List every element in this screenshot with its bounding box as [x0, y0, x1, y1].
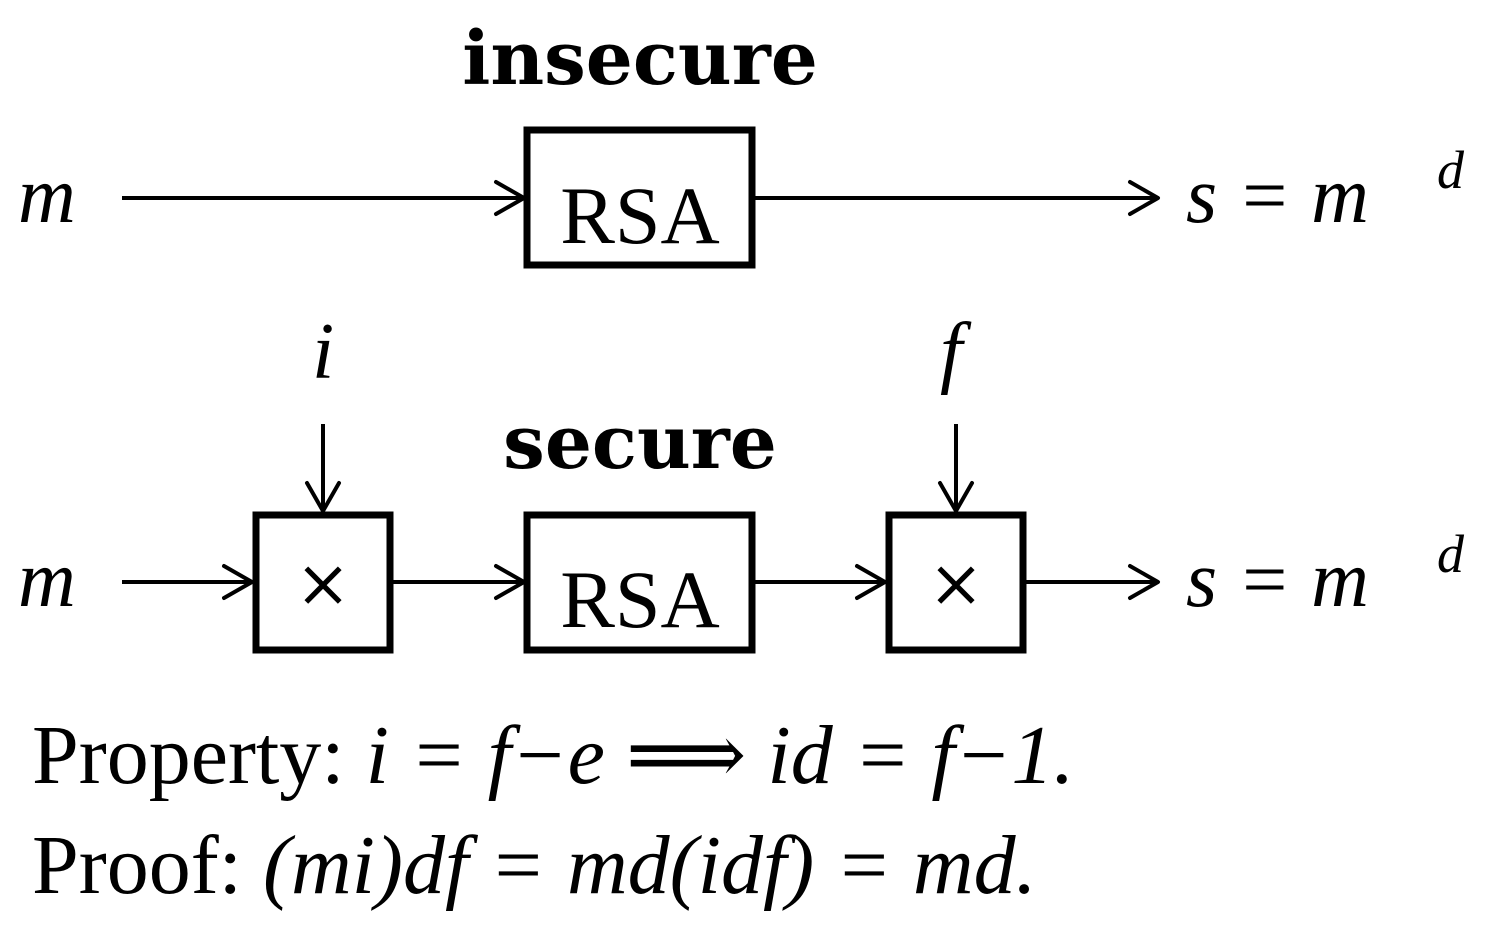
proof-statement: Proof: (mi)df = md(idf) = md.	[32, 824, 1037, 908]
insecure-rsa-box: RSA	[523, 126, 756, 269]
proof-label: Proof:	[32, 819, 242, 912]
secure-arrow-f-down	[938, 424, 974, 513]
secure-output-text: s = m	[1186, 536, 1369, 624]
insecure-output-exponent: d	[1437, 140, 1465, 200]
insecure-arrow-to-rsa	[122, 180, 526, 216]
secure-arrow-to-rsa	[393, 564, 526, 600]
insecure-title: insecure	[462, 16, 818, 102]
insecure-output-label: s = m	[1186, 152, 1369, 240]
secure-arrow-to-right-multiply	[755, 564, 887, 600]
secure-arrow-to-output	[1026, 564, 1160, 600]
insecure-arrow-to-output	[755, 180, 1160, 216]
property-label: Property:	[32, 709, 345, 802]
secure-input-label: m	[18, 536, 76, 624]
secure-left-multiply-box: ×	[252, 511, 394, 654]
secure-left-multiply-symbol: ×	[295, 545, 350, 622]
property-statement: Property: i = f−e ⟹ id = f−1.	[32, 714, 1074, 798]
insecure-rsa-label: RSA	[560, 170, 720, 261]
proof-formula: (mi)df = md(idf) = md.	[263, 819, 1037, 912]
secure-title: secure	[503, 400, 777, 486]
secure-arrow-i-down	[305, 424, 341, 513]
secure-output-label: s = m	[1186, 536, 1369, 624]
secure-f-label: f	[940, 308, 972, 396]
secure-rsa-box: RSA	[523, 511, 756, 654]
secure-rsa-label: RSA	[560, 554, 720, 645]
insecure-input-label: m	[18, 152, 76, 240]
insecure-output-text: s = m	[1186, 152, 1369, 240]
secure-arrow-to-left-multiply	[122, 564, 254, 600]
property-formula: i = f−e ⟹ id = f−1.	[365, 709, 1075, 802]
secure-i-label: i	[312, 308, 334, 396]
secure-output-exponent: d	[1437, 524, 1465, 584]
secure-right-multiply-box: ×	[885, 511, 1027, 654]
secure-right-multiply-symbol: ×	[928, 545, 983, 622]
